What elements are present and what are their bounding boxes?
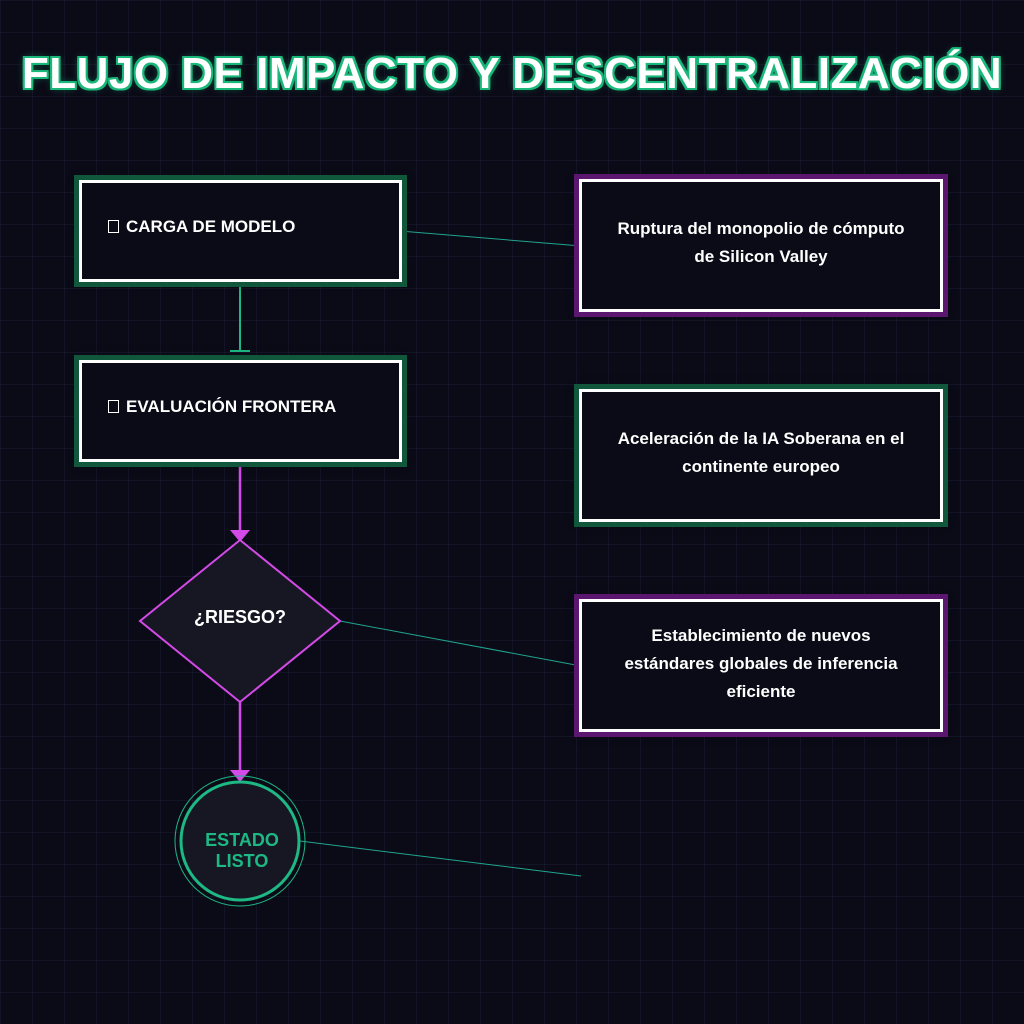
impact-text-2: Aceleración de la IA Soberana en el cont… <box>582 425 940 481</box>
step-node-carga-de-modelo: CARGA DE MODELO <box>74 175 407 287</box>
end-state-outer-ring <box>174 775 306 907</box>
end-state-line-1: ESTADO <box>205 830 279 850</box>
decision-diamond <box>138 538 342 704</box>
decision-label: ¿RIESGO? <box>193 607 286 627</box>
impact-2-line-2: continente europeo <box>682 457 840 476</box>
step-label-1: CARGA DE MODELO <box>108 217 295 237</box>
link-step1-to-impact1 <box>399 230 582 247</box>
step-text-2: EVALUACIÓN FRONTERA <box>126 397 337 416</box>
step-node-evaluacion-frontera: EVALUACIÓN FRONTERA <box>74 355 407 467</box>
impact-3-line-1: Establecimiento de nuevos <box>651 626 871 645</box>
link-end-to-offpage <box>299 840 582 877</box>
impact-3-line-3: eficiente <box>726 682 796 701</box>
end-state-label: ESTADO LISTO <box>200 830 284 872</box>
end-state-line-2: LISTO <box>215 851 269 871</box>
step-label-2: EVALUACIÓN FRONTERA <box>108 397 336 417</box>
impact-box-estandares-globales: Establecimiento de nuevos estándares glo… <box>574 594 948 737</box>
flow-arrow-step2-to-decision-head <box>230 530 250 542</box>
box-glyph-icon <box>108 400 119 413</box>
impact-text-1: Ruptura del monopolio de cómputo de Sili… <box>582 215 940 271</box>
impact-box-silicon-valley: Ruptura del monopolio de cómputo de Sili… <box>574 174 948 317</box>
end-state-circle <box>179 780 301 902</box>
impact-3-line-2: estándares globales de inferencia <box>624 654 898 673</box>
impact-box-ia-soberana: Aceleración de la IA Soberana en el cont… <box>574 384 948 527</box>
impact-text-3: Establecimiento de nuevos estándares glo… <box>582 622 940 706</box>
diagram-title: FLUJO DE IMPACTO Y DESCENTRALIZACIÓN <box>21 49 1003 98</box>
impact-1-line-2: de Silicon Valley <box>694 247 828 266</box>
impact-2-line-1: Aceleración de la IA Soberana en el <box>617 429 905 448</box>
step-text-1: CARGA DE MODELO <box>126 217 296 236</box>
box-glyph-icon <box>108 220 119 233</box>
impact-1-line-1: Ruptura del monopolio de cómputo <box>617 219 905 238</box>
link-decision-to-impact3 <box>339 620 582 667</box>
